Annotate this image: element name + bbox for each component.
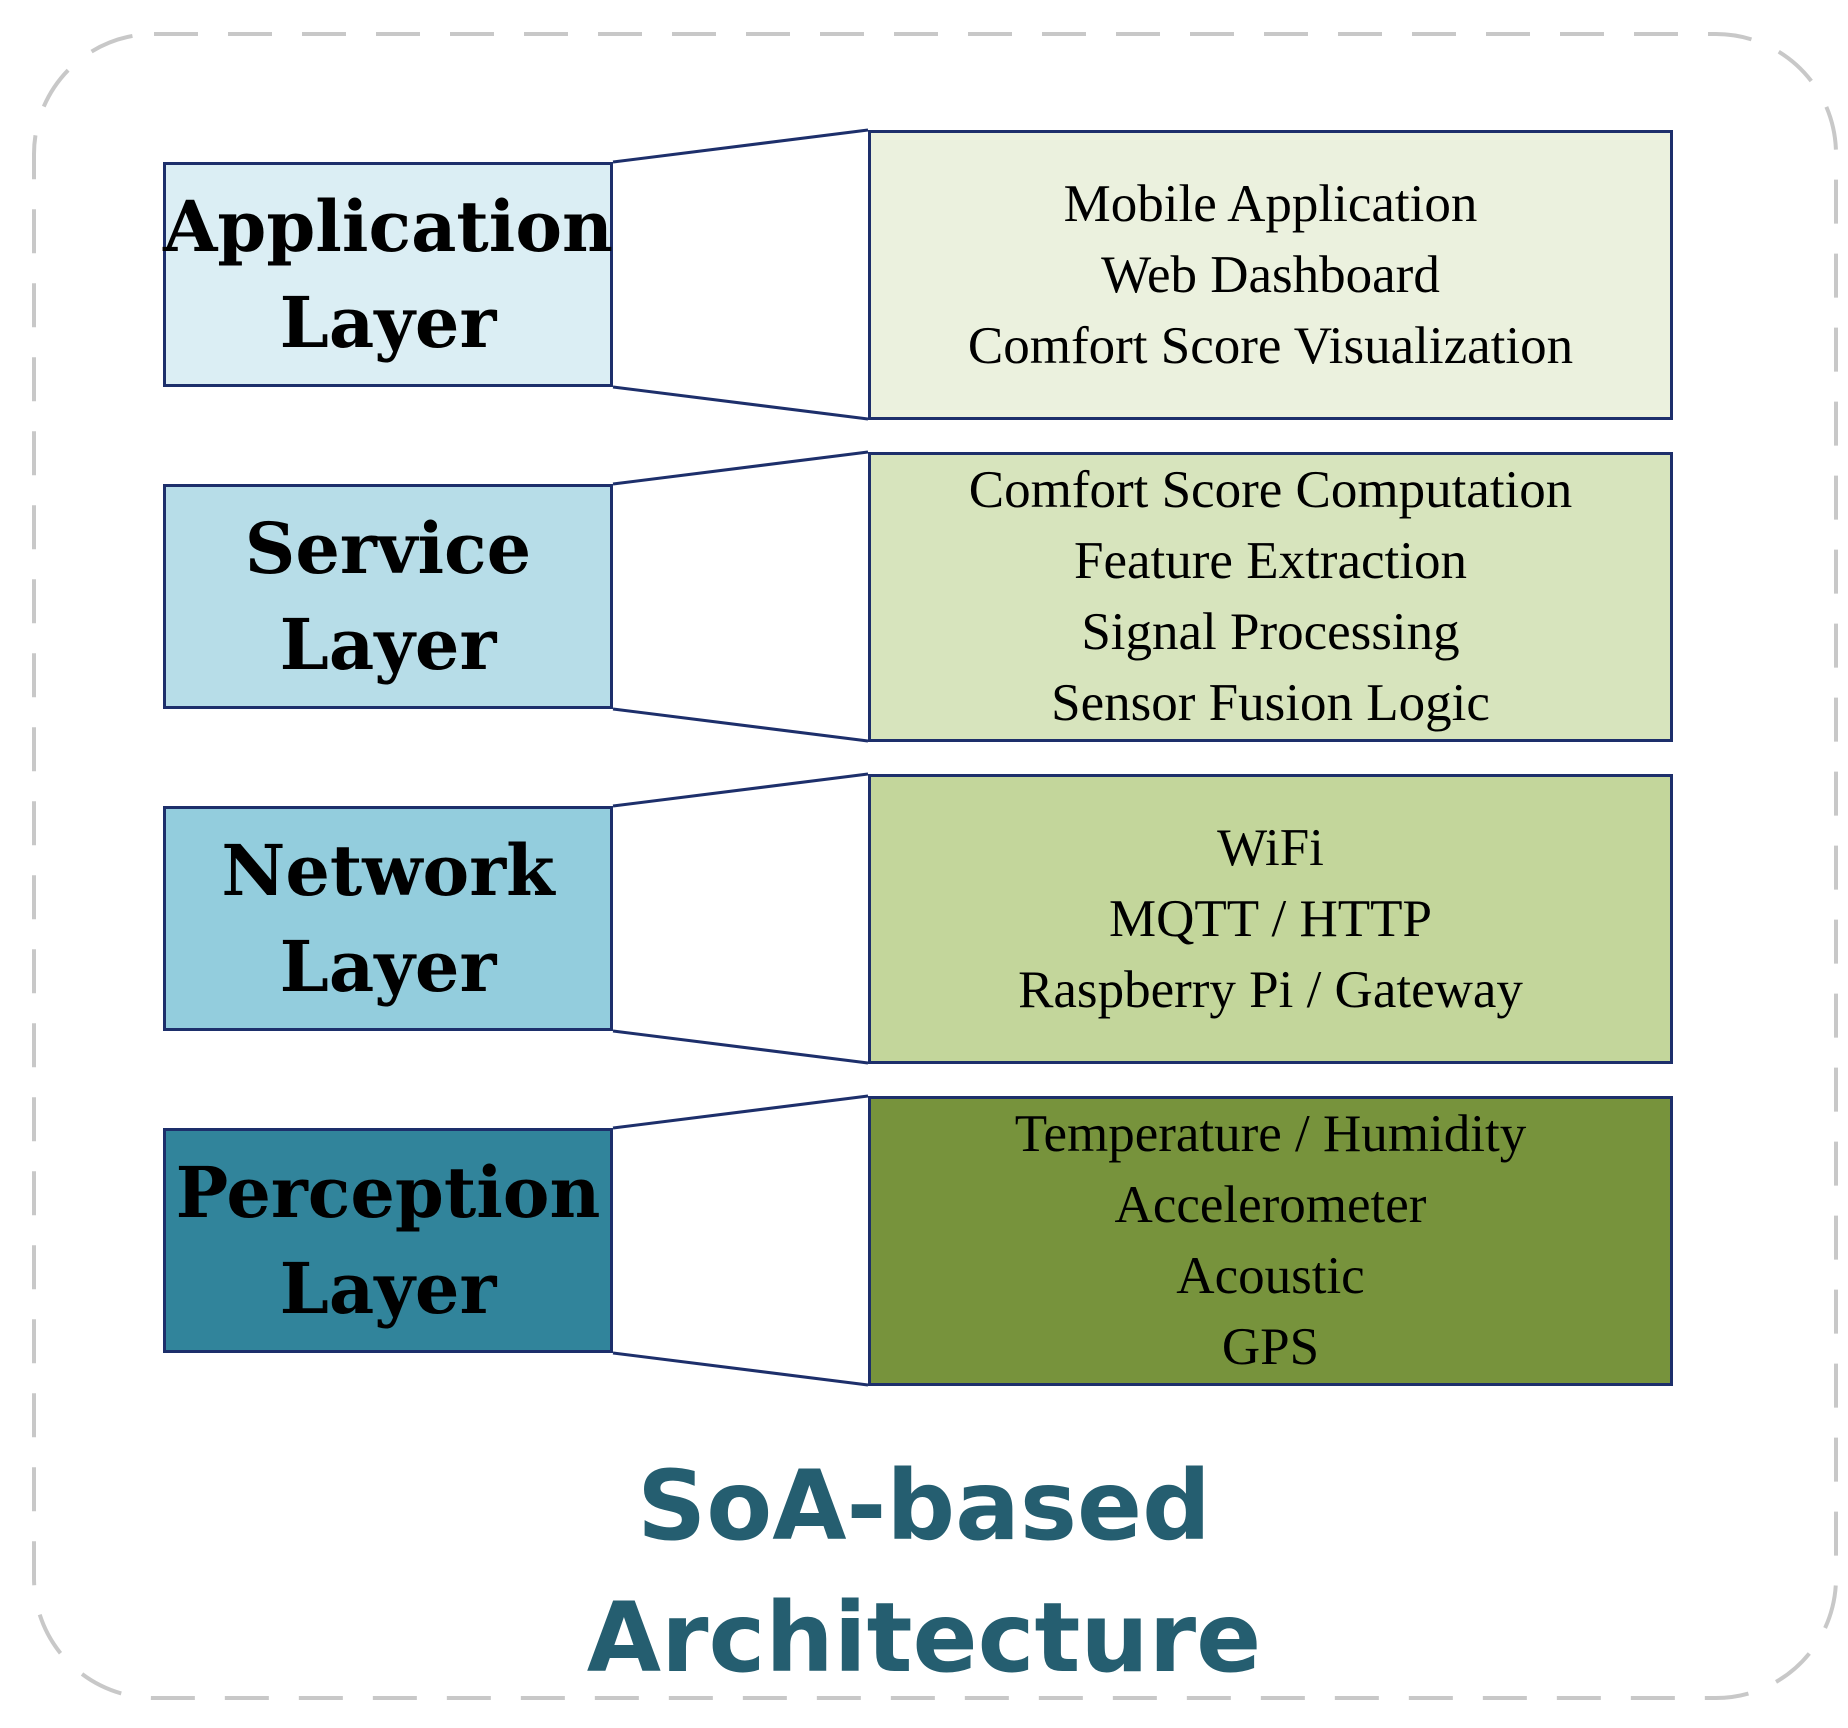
perception-detail-item: Acoustic — [1176, 1247, 1365, 1305]
service-layer-title-line1: Service — [244, 506, 532, 590]
diagram-caption: SoA-based Architecture — [0, 1440, 1848, 1704]
connector-lines-network — [612, 772, 869, 1065]
application-layer-title-line1: Application — [163, 184, 613, 268]
connector-lines-application — [612, 128, 869, 421]
application-details-box: Mobile Application Web Dashboard Comfort… — [868, 130, 1673, 420]
connector-lines-service — [612, 450, 869, 743]
service-details-box: Comfort Score Computation Feature Extrac… — [868, 452, 1673, 742]
application-detail-item: Mobile Application — [1063, 174, 1478, 233]
service-detail-item: Feature Extraction — [1074, 532, 1467, 590]
network-detail-item: MQTT / HTTP — [1109, 889, 1432, 948]
network-detail-item: Raspberry Pi / Gateway — [1018, 960, 1523, 1019]
perception-layer-title-line2: Layer — [279, 1246, 497, 1330]
application-detail-item: Comfort Score Visualization — [967, 316, 1574, 375]
network-detail-item: WiFi — [1217, 818, 1324, 877]
service-layer-box: Service Layer — [163, 484, 613, 709]
service-layer-title-line2: Layer — [279, 602, 497, 686]
network-details-box: WiFi MQTT / HTTP Raspberry Pi / Gateway — [868, 774, 1673, 1064]
network-layer-box: Network Layer — [163, 806, 613, 1031]
network-layer-title-line2: Layer — [279, 924, 497, 1008]
connector-lines-perception — [612, 1094, 869, 1387]
application-detail-item: Web Dashboard — [1101, 245, 1440, 304]
perception-detail-item: Accelerometer — [1114, 1176, 1427, 1234]
perception-detail-item: GPS — [1221, 1318, 1320, 1376]
application-layer-title-line2: Layer — [279, 280, 497, 364]
perception-layer-box: Perception Layer — [163, 1128, 613, 1353]
perception-details-box: Temperature / Humidity Accelerometer Aco… — [868, 1096, 1673, 1386]
perception-layer-title-line1: Perception — [175, 1150, 601, 1234]
perception-detail-item: Temperature / Humidity — [1014, 1105, 1527, 1163]
caption-line2: Architecture — [586, 1582, 1262, 1694]
service-detail-item: Sensor Fusion Logic — [1051, 674, 1490, 732]
service-detail-item: Signal Processing — [1081, 603, 1460, 661]
network-layer-title-line1: Network — [221, 828, 555, 912]
application-layer-box: Application Layer — [163, 162, 613, 387]
caption-line1: SoA-based — [637, 1450, 1211, 1562]
dashed-frame — [32, 32, 1838, 1700]
service-detail-item: Comfort Score Computation — [968, 461, 1573, 519]
